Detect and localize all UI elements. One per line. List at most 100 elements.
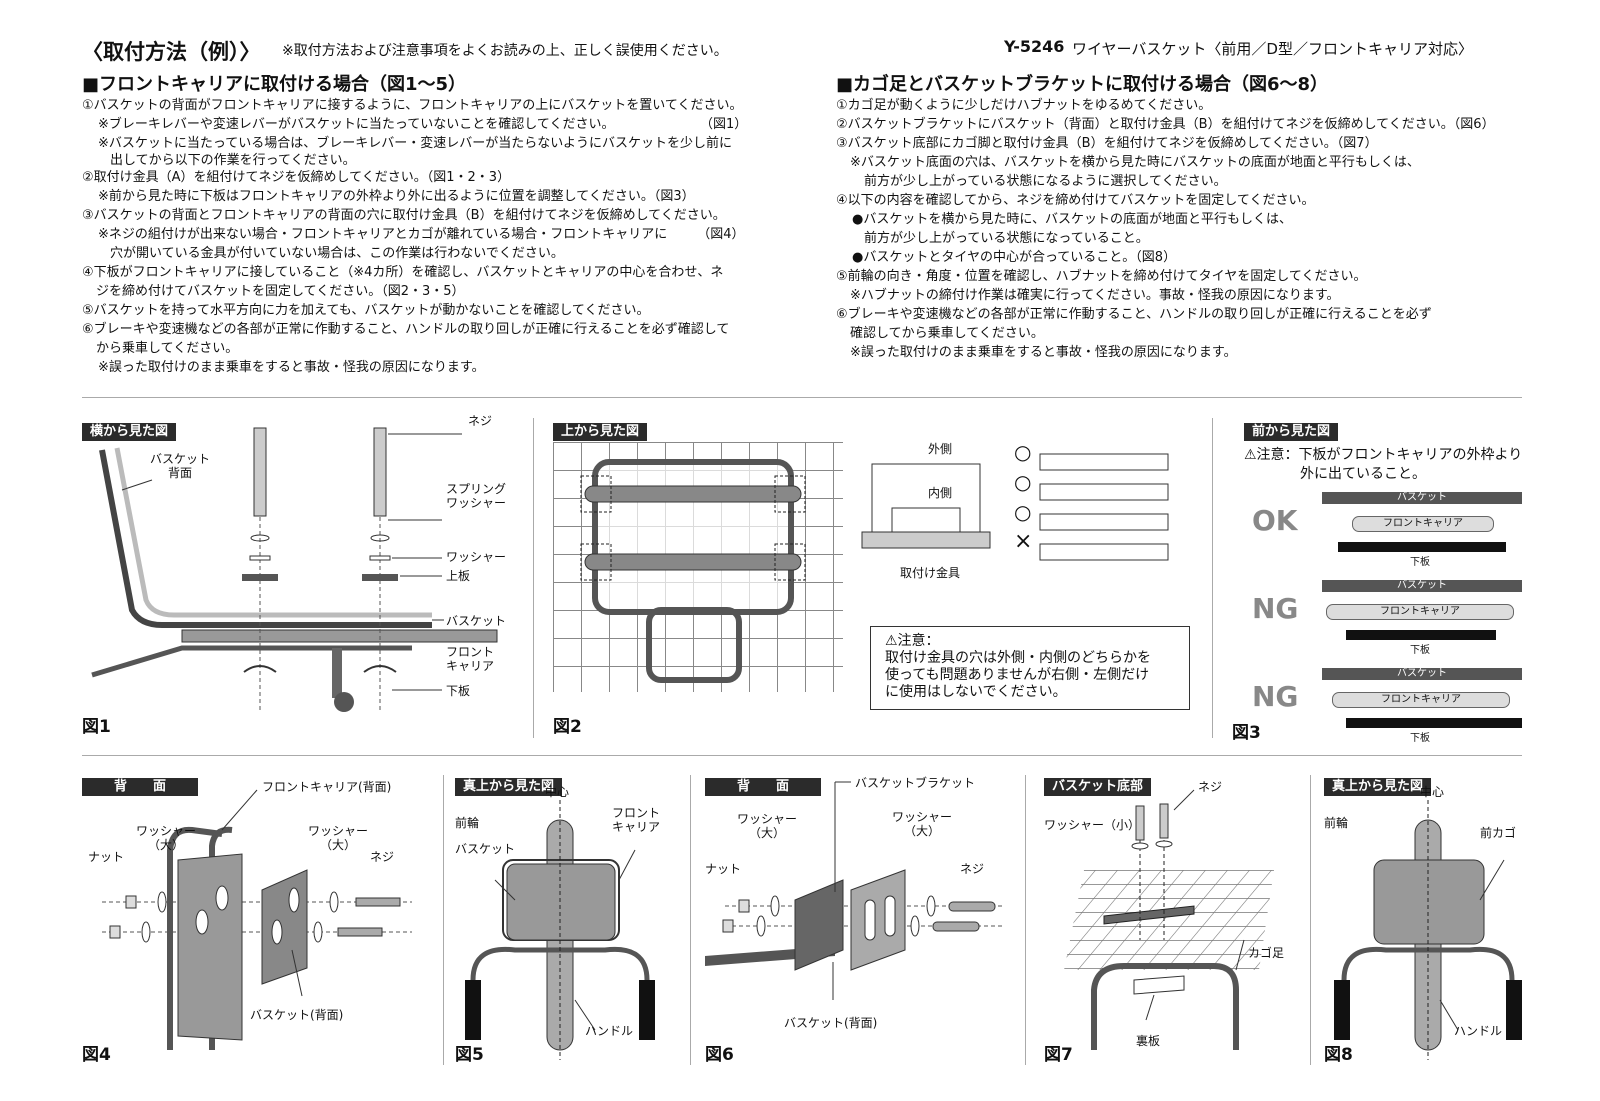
fig3-number: 図3 (1232, 723, 1261, 743)
fig2-ok-mark: ○ (1014, 440, 1032, 464)
fig2-ok-mark: ○ (1014, 500, 1032, 524)
fig8-top-view-diagram (1334, 800, 1522, 1060)
fig2-caution-box: ⚠注意： 取付け金具の穴は外側・内側のどちらかを 使っても問題ありませんが右側・… (870, 626, 1190, 710)
instruction-line: ※前から見た時に下板はフロントキャリアの外枠より外に出るように位置を調整してくだ… (98, 189, 695, 204)
left-instructions: ①バスケットの背面がフロントキャリアに接するように、フロントキャリアの上にバスケ… (82, 96, 747, 377)
fig1-basket-label: バスケット (446, 614, 507, 628)
right-instructions: ①カゴ足が動くように少しだけハブナットをゆるめてください。 ②バスケットブラケッ… (836, 96, 1495, 362)
fig2-bracket-label: 取付け金具 (900, 566, 961, 580)
right-heading: ■カゴ足とバスケットブラケットに取付ける場合（図6〜8） (836, 74, 1329, 95)
fig8-wheel-label: 前輪 (1324, 816, 1349, 830)
instruction-line: ⑥ブレーキや変速機などの各部が正常に作動すること、ハンドルの取り回しが正確に行え… (82, 322, 730, 337)
instruction-line: ①バスケットの背面がフロントキャリアに接するように、フロントキャリアの上にバスケ… (82, 98, 743, 113)
fig3-label: 前から見た図 (1244, 423, 1339, 441)
fig8-label: 真上から見た図 (1324, 778, 1432, 796)
fig2-ng-mark: × (1014, 529, 1033, 554)
instruction-line: 前方が少し上がっている状態になっていること。 (864, 231, 1149, 246)
divider (443, 775, 444, 1065)
instruction-line: 前方が少し上がっている状態になるように選択してください。 (864, 174, 1227, 189)
fig4-basket-label: バスケット(背面) (250, 1008, 344, 1022)
fig6-nut-label: ナット (705, 862, 742, 876)
left-heading: ■フロントキャリアに取付ける場合（図1〜5） (82, 74, 467, 95)
instruction-line: ③バスケット底部にカゴ脚と取付け金具（B）を組付けてネジを仮締めしてください。（… (836, 136, 1378, 151)
fig6-basket-label: バスケット(背面) (784, 1016, 878, 1030)
fig7-screw-label: ネジ (1198, 780, 1223, 794)
fig4-screw-label: ネジ (370, 850, 395, 864)
instruction-line: ※バスケット底面の穴は、バスケットを横から見た時にバスケットの底面が地面と平行も… (850, 155, 1420, 170)
fig3-basket-bar: バスケット (1322, 668, 1522, 680)
fig3-carrier-bar: フロントキャリア (1332, 692, 1510, 708)
divider (1025, 775, 1026, 1065)
instruction-line: ジを締め付けてバスケットを固定してください。（図2・3・5） (96, 284, 465, 299)
fig4-washer-right-label: ワッシャー （大） (308, 824, 369, 852)
fig6-bracket-label: バスケットブラケット (855, 776, 976, 790)
fig2-top-view-diagram (553, 442, 843, 692)
fig5-top-view-diagram (465, 800, 655, 1060)
fig3-status-ng: NG (1252, 680, 1299, 713)
fig8-center-label: 中心 (1420, 785, 1445, 799)
fig3-caution: ⚠注意：下板がフロントキャリアの外枠より 外に出ていること。 (1244, 447, 1523, 482)
instruction-line: ※ハブナットの締付け作業は確実に行ってください。事故・怪我の原因になります。 (850, 288, 1340, 303)
fig8-handle-label: ハンドル (1454, 1024, 1503, 1038)
header-note: ※取付方法および注意事項をよくお読みの上、正しく誤使用ください。 (282, 43, 728, 59)
instruction-line: 確認してから乗車してください。 (850, 326, 1044, 341)
fig5-label: 真上から見た図 (455, 778, 563, 796)
fig7-plate-label: 裏板 (1136, 1034, 1161, 1048)
page-title: 〈取付方法（例）〉 (82, 40, 261, 64)
fig1-back-label: バスケット 背面 (150, 452, 211, 480)
instruction-line: ③バスケットの背面とフロントキャリアの背面の穴に取付け金具（B）を組付けてネジを… (82, 208, 726, 223)
divider (533, 418, 534, 738)
fig3-status-ng: NG (1252, 592, 1299, 625)
fig2-label: 上から見た図 (553, 423, 648, 441)
instruction-line: ②バスケットブラケットにバスケット（背面）と取付け金具（B）を組付けてネジを仮締… (836, 117, 1495, 132)
fig6-rear-view-diagram (705, 781, 1005, 1000)
fig1-lower-plate-label: 下板 (446, 684, 471, 698)
instruction-line: ※ブレーキレバーや変速レバーがバスケットに当たっていないことを確認してください。… (98, 117, 748, 132)
fig7-label: バスケット底部 (1044, 778, 1152, 796)
instruction-line: ⑥ブレーキや変速機などの各部が正常に作動すること、ハンドルの取り回しが正確に行え… (836, 307, 1432, 322)
instruction-line: ●バスケットとタイヤの中心が合っていること。（図8） (852, 250, 1177, 265)
fig1-washer-label: ワッシャー (446, 550, 507, 564)
fig8-number: 図8 (1324, 1045, 1353, 1065)
fig4-label: 背 面 (82, 778, 198, 796)
divider (1212, 418, 1213, 738)
fig3-basket-bar: バスケット (1322, 492, 1522, 504)
fig1-upper-plate-label: 上板 (446, 569, 471, 583)
fig2-ok-mark: ○ (1014, 470, 1032, 494)
fig3-lower-plate-bar (1346, 718, 1522, 728)
fig5-wheel-label: 前輪 (455, 816, 480, 830)
fig3-basket-bar: バスケット (1322, 580, 1522, 592)
instruction-line: ※誤った取付けのまま乗車をすると事故・怪我の原因になります。 (98, 360, 485, 375)
fig5-handle-label: ハンドル (585, 1024, 634, 1038)
divider (82, 755, 1522, 756)
instruction-line: ●バスケットを横から見た時に、バスケットの底面が地面と平行もしくは、 (852, 212, 1292, 227)
fig2-number: 図2 (553, 717, 582, 737)
instruction-line: ⑤バスケットを持って水平方向に力を加えても、バスケットが動かないことを確認してく… (82, 303, 650, 318)
fig1-screw-label: ネジ (468, 414, 493, 428)
fig8-basket-label: 前カゴ (1480, 826, 1517, 840)
fig3-carrier-bar: フロントキャリア (1352, 516, 1494, 532)
fig2-outer-label: 外側 (928, 442, 953, 456)
fig7-leg-label: カゴ足 (1248, 946, 1285, 960)
fig6-label: 背 面 (705, 778, 821, 796)
fig6-number: 図6 (705, 1045, 734, 1065)
instruction-line: ②取付け金具（A）を組付けてネジを仮締めしてください。（図1・2・3） (82, 170, 511, 185)
fig2-bracket-diagram (861, 453, 1169, 561)
fig5-carrier-label: フロント キャリア (612, 806, 661, 834)
fig1-carrier-label: フロント キャリア (446, 645, 495, 673)
fig7-bottom-view-diagram (1064, 789, 1274, 1050)
fig1-label: 横から見た図 (82, 423, 177, 441)
instruction-line: 出してから以下の作業を行ってください。 (110, 153, 356, 168)
instruction-line: から乗車してください。 (96, 341, 239, 356)
instruction-line: ④以下の内容を確認してから、ネジを締め付けてバスケットを固定してください。 (836, 193, 1315, 208)
fig1-spring-washer-label: スプリング ワッシャー (446, 482, 507, 510)
fig5-center-label: 中心 (545, 785, 570, 799)
fig4-washer-left-label: ワッシャー （大） (136, 824, 197, 852)
fig4-carrier-label: フロントキャリア(背面) (262, 780, 392, 794)
fig6-washer-left-label: ワッシャー （大） (737, 812, 798, 840)
fig7-washer-label: ワッシャー（小） (1044, 818, 1141, 832)
instruction-line: 穴が開いている金具が付いていない場合は、この作業は行わないでください。 (110, 246, 564, 261)
instruction-line: ⑤前輪の向き・角度・位置を確認し、ハブナットを締め付けてタイヤを固定してください… (836, 269, 1367, 284)
fig3-lower-plate-bar (1338, 542, 1506, 552)
instruction-line: ※バスケットに当たっている場合は、ブレーキレバー・変速レバーが当たらないようにバ… (98, 136, 732, 151)
